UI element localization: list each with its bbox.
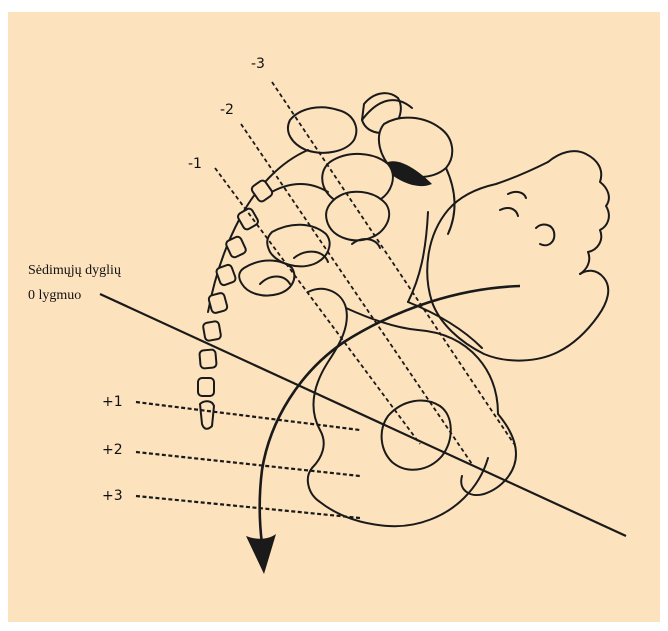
pelvic-bone [308,212,516,526]
zero-level-label: 0 lygmuo [28,288,81,303]
label-plus-2: +2 [102,442,123,458]
coccyx [198,179,274,429]
label-minus-1: -1 [188,156,202,172]
label-plus-3: +3 [102,488,123,504]
positive-station-lines [136,402,360,518]
pelvis-station-diagram: -3 -2 -1 Sėdimųjų dyglių 0 lygmuo +1 +2 … [8,12,660,622]
ischial-spine-label: Sėdimųjų dyglių [28,263,121,278]
label-minus-2: -2 [220,102,234,118]
figure-panel: -3 -2 -1 Sėdimųjų dyglių 0 lygmuo +1 +2 … [8,12,660,622]
label-plus-1: +1 [102,394,123,410]
label-minus-3: -3 [251,56,265,72]
fetal-head [427,151,609,360]
